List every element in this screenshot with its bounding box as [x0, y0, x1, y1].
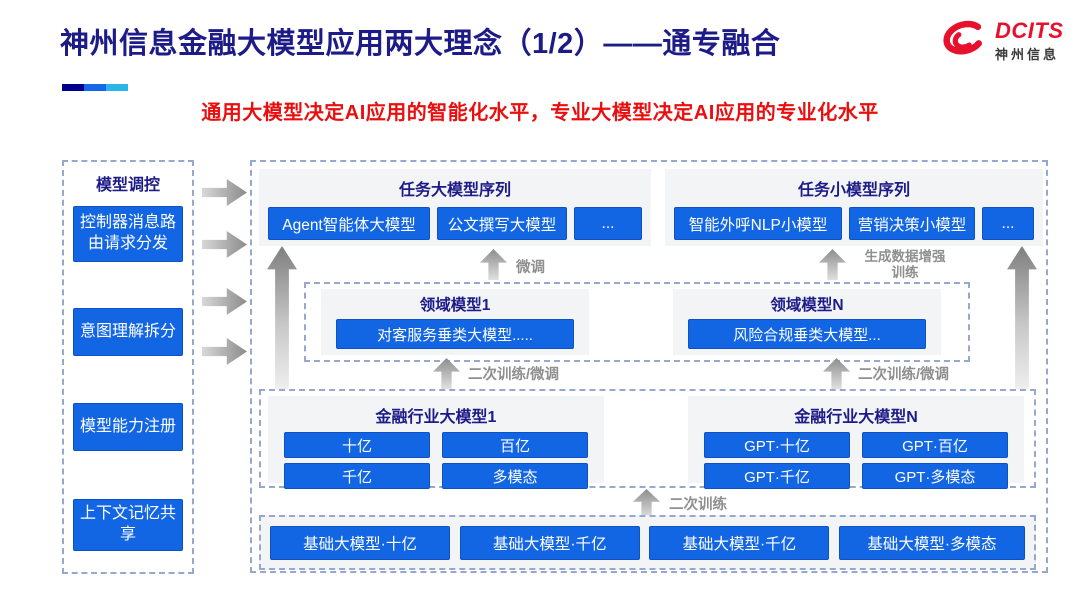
industry-model-1-group: 金融行业大模型1 十亿 百亿 千亿 多模态: [268, 396, 604, 489]
task-large-model-group: 任务大模型序列 Agent智能体大模型 公文撰写大模型 ...: [259, 169, 651, 246]
model-node-multimodal: 多模态: [442, 463, 588, 489]
gen-data-augment-line1: 生成数据增强: [864, 249, 946, 264]
industry-model-n-group: 金融行业大模型N GPT·十亿 GPT·百亿 GPT·千亿 GPT·多模态: [688, 396, 1024, 489]
model-node-more: ...: [982, 207, 1034, 240]
model-node-document-llm: 公文撰写大模型: [437, 207, 567, 240]
accent-bar-segment: [106, 84, 128, 91]
title-accent-bar: [62, 84, 128, 91]
up-arrow-icon: [433, 358, 460, 389]
right-arrow-icon: [202, 288, 247, 315]
model-node-more: ...: [574, 207, 642, 240]
up-arrow-icon: [819, 249, 846, 280]
base-model-box: 基础大模型·十亿 基础大模型·千亿 基础大模型·千亿 基础大模型·多模态: [259, 515, 1036, 570]
model-node-base-100b: 基础大模型·千亿: [459, 525, 640, 560]
logo-brand-text: DCITS: [995, 18, 1064, 43]
model-architecture-container: 任务大模型序列 Agent智能体大模型 公文撰写大模型 ... 任务小模型序列 …: [250, 160, 1048, 573]
model-control-panel: 模型调控 控制器消息路由请求分发 意图理解拆分 模型能力注册 上下文记忆共享: [62, 160, 194, 574]
task-small-model-title: 任务小模型序列: [797, 182, 910, 199]
domain-model-n-group: 领域模型N 风险合规垂类大模型...: [673, 289, 941, 355]
slide-subtitle: 通用大模型决定AI应用的智能化水平，专业大模型决定AI应用的专业化水平: [201, 102, 879, 124]
up-arrow-icon: [1007, 246, 1037, 392]
up-arrow-icon: [823, 358, 850, 389]
domain-model-box: 领域模型1 对客服务垂类大模型..... 领域模型N 风险合规垂类大模型...: [304, 282, 970, 362]
accent-bar-segment: [84, 84, 106, 91]
sidebar-item-capability-register: 模型能力注册: [73, 403, 183, 451]
model-node-customer-service-llm: 对客服务垂类大模型.....: [336, 319, 574, 349]
accent-bar-segment: [62, 84, 84, 91]
model-control-title: 模型调控: [95, 177, 160, 194]
finetune-label: 微调: [516, 260, 545, 276]
model-node-10b: 百亿: [442, 432, 588, 458]
right-arrow-icon: [202, 179, 247, 206]
up-arrow-icon: [267, 246, 297, 392]
sidebar-item-intent-split: 意图理解拆分: [73, 308, 183, 356]
model-node-base-multimodal: 基础大模型·多模态: [838, 525, 1025, 560]
model-node-1b: 十亿: [284, 432, 430, 458]
model-node-outbound-nlp: 智能外呼NLP小模型: [674, 207, 842, 240]
sidebar-item-context-share: 上下文记忆共享: [73, 499, 183, 551]
model-node-base-1b: 基础大模型·十亿: [270, 525, 450, 560]
right-arrow-icon: [202, 231, 247, 258]
model-node-marketing-decision: 营销决策小模型: [849, 207, 975, 240]
secondary-train-label-base: 二次训练: [669, 497, 727, 513]
domain-model-n-title: 领域模型N: [770, 297, 844, 314]
model-node-base-100b-2: 基础大模型·千亿: [649, 525, 830, 560]
dcits-swirl-icon: [938, 16, 990, 67]
dcits-logo: DCITS 神州信息: [938, 16, 1064, 67]
industry-model-n-title: 金融行业大模型N: [794, 409, 918, 426]
logo-brand-cn-text: 神州信息: [995, 47, 1060, 62]
sidebar-item-router-dispatch: 控制器消息路由请求分发: [73, 206, 183, 262]
up-arrow-icon: [633, 489, 660, 518]
secondary-train-label-left: 二次训练/微调: [468, 367, 560, 383]
model-node-gpt-1b: GPT·十亿: [704, 432, 850, 458]
right-arrow-icon: [202, 338, 247, 365]
model-node-gpt-10b: GPT·百亿: [862, 432, 1008, 458]
gen-data-augment-line2: 训练: [891, 264, 919, 280]
model-node-gpt-multimodal: GPT·多模态: [862, 463, 1008, 489]
model-node-agent-llm: Agent智能体大模型: [268, 207, 430, 240]
model-node-risk-compliance-llm: 风险合规垂类大模型...: [688, 319, 926, 349]
model-node-gpt-100b: GPT·千亿: [704, 463, 850, 489]
up-arrow-icon: [480, 249, 507, 280]
model-node-100b: 千亿: [284, 463, 430, 489]
page-title: 神州信息金融大模型应用两大理念（1/2）——通专融合: [60, 28, 781, 60]
task-large-model-title: 任务大模型序列: [398, 182, 511, 199]
industry-model-box: 金融行业大模型1 十亿 百亿 千亿 多模态 金融行业大模型N GPT·十亿 GP…: [259, 389, 1036, 489]
domain-model-1-title: 领域模型1: [419, 297, 491, 314]
secondary-train-label-right: 二次训练/微调: [858, 367, 950, 383]
gen-data-augment-label: 生成数据增强 训练: [850, 249, 960, 280]
domain-model-1-group: 领域模型1 对客服务垂类大模型.....: [321, 289, 589, 355]
industry-model-1-title: 金融行业大模型1: [375, 409, 497, 426]
task-small-model-group: 任务小模型序列 智能外呼NLP小模型 营销决策小模型 ...: [665, 169, 1043, 246]
